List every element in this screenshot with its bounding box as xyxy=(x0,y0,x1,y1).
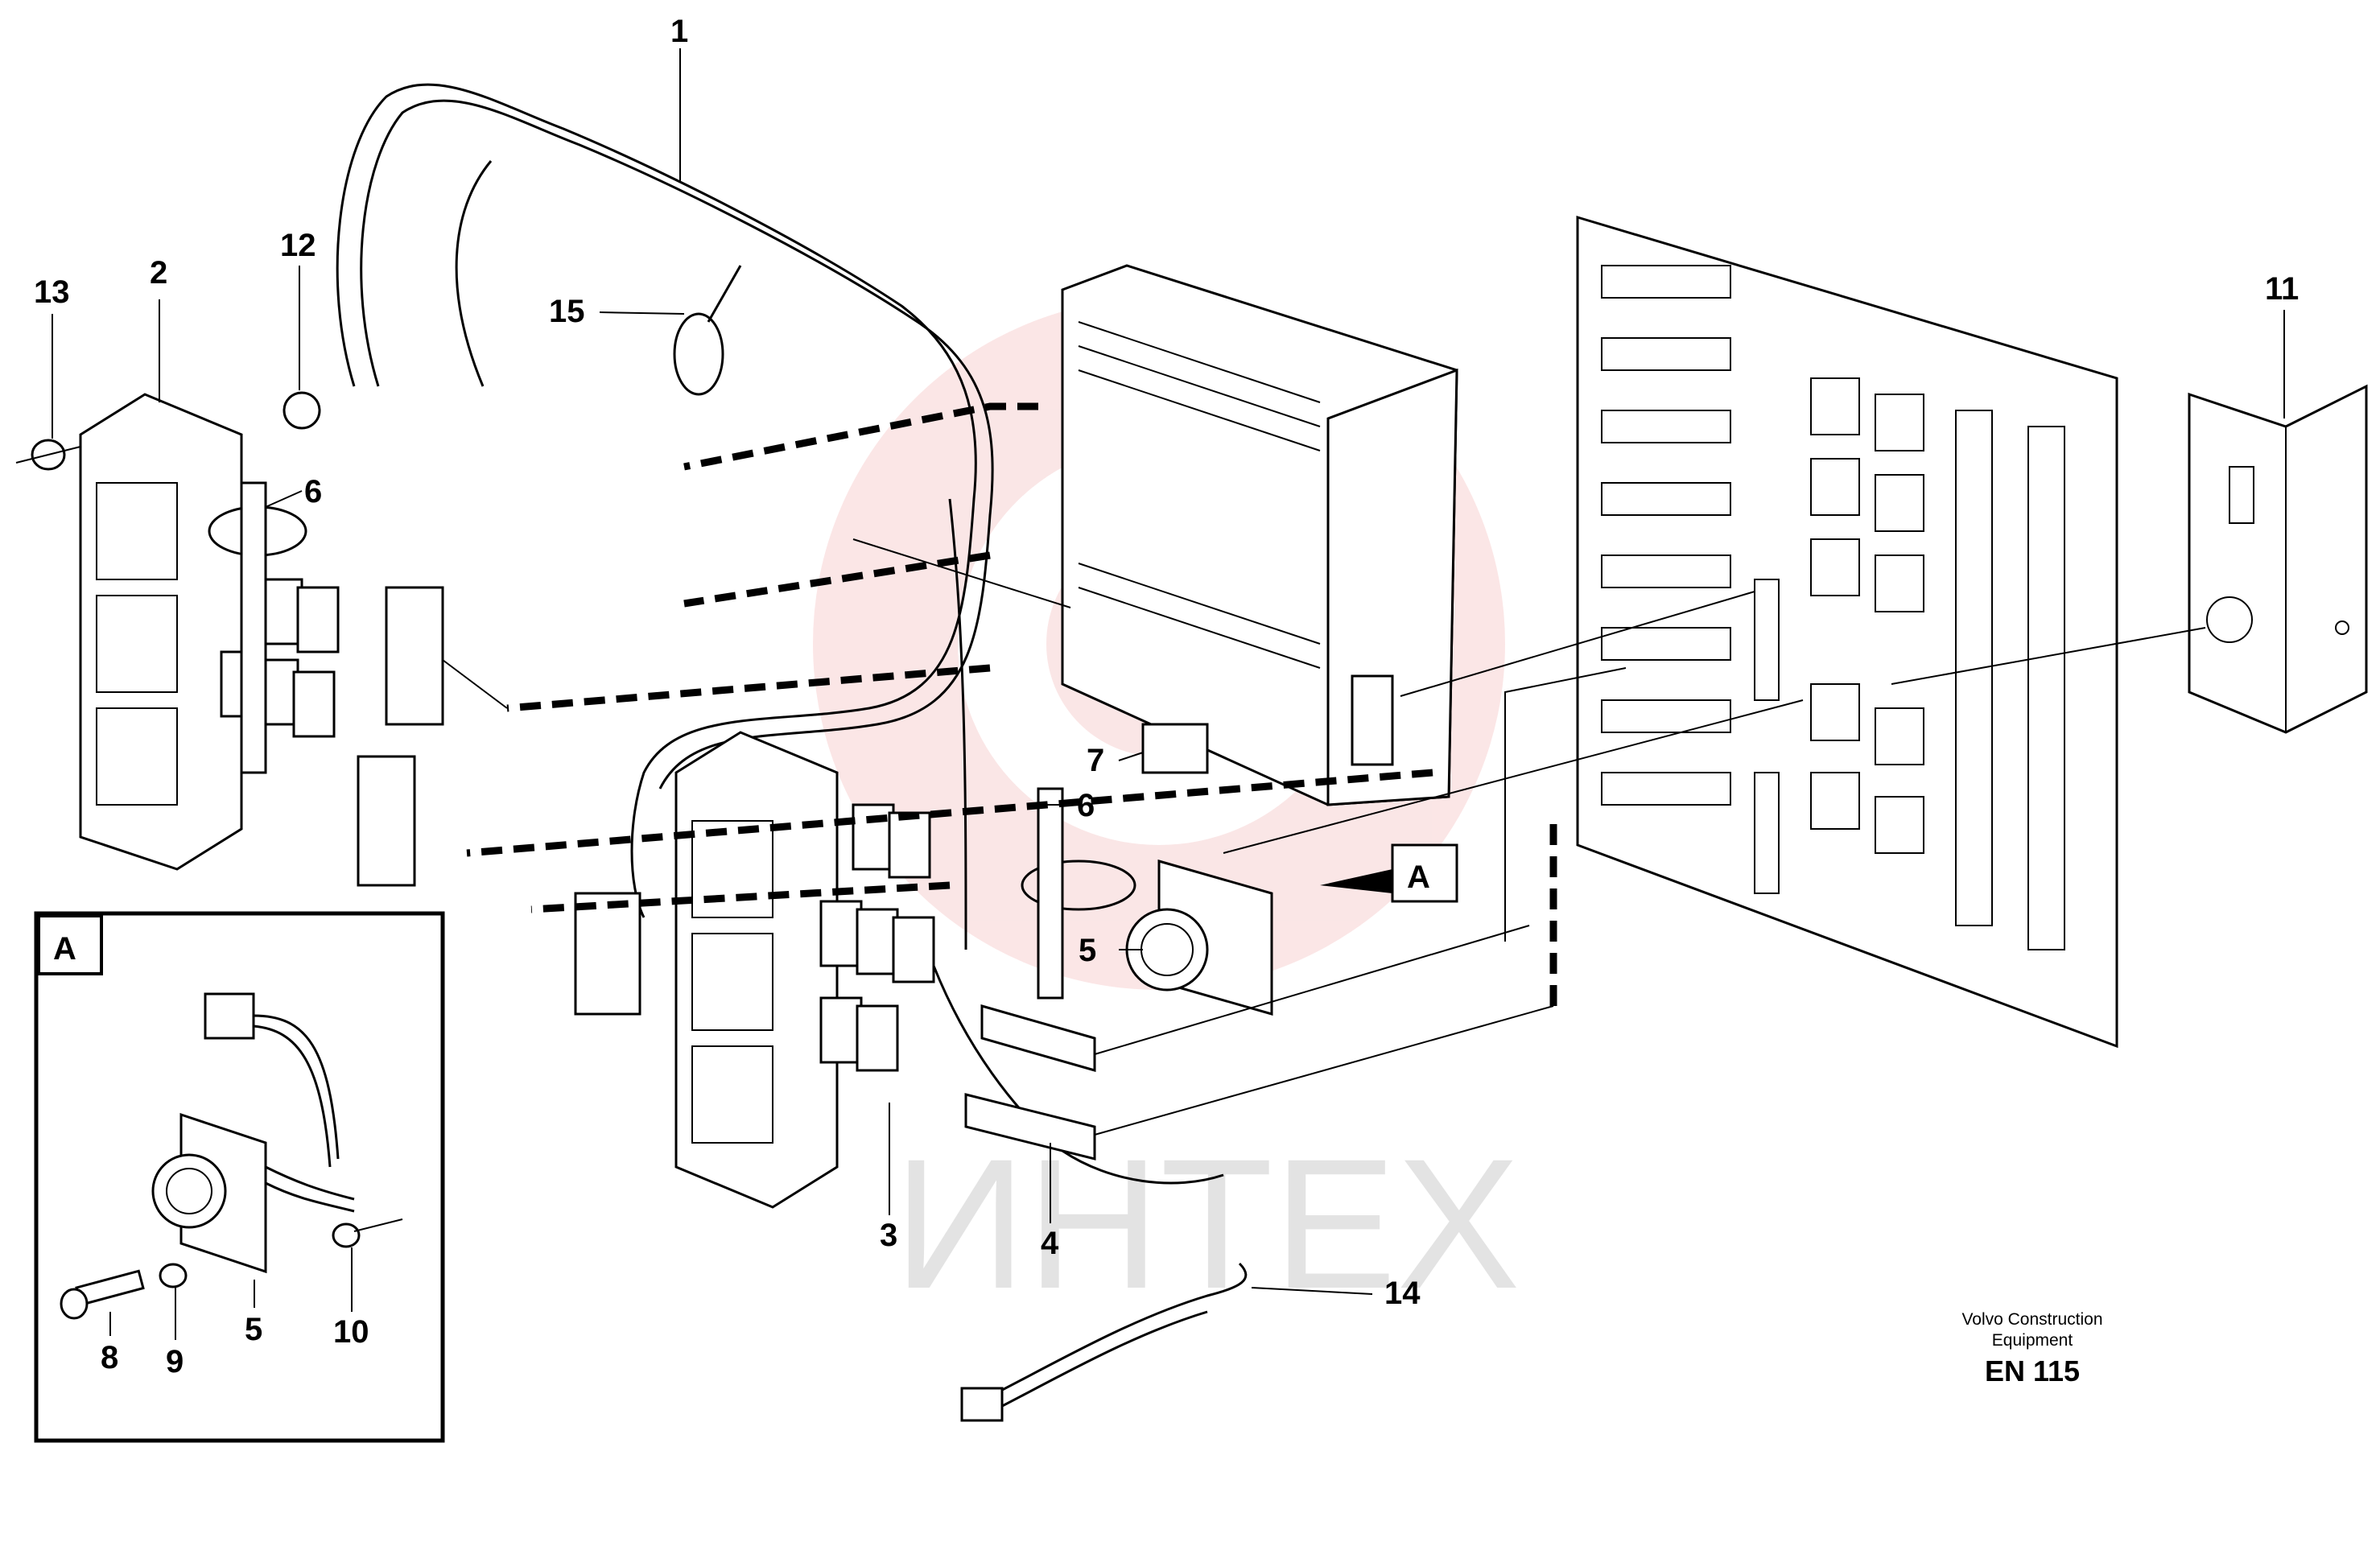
cable-ties xyxy=(208,265,1136,1000)
inset-letter: A xyxy=(53,931,76,967)
harness-connectors xyxy=(357,586,1209,1161)
inset-detail-a: A xyxy=(34,911,445,1443)
mating-lines xyxy=(442,402,2206,1136)
footer: Volvo Construction Equipment EN 115 xyxy=(1961,1310,2102,1387)
circuit-board xyxy=(1576,215,2118,1049)
footer-code: EN 115 xyxy=(1985,1354,2080,1387)
callout-15: 15 xyxy=(549,294,585,329)
callout-5-inset: 5 xyxy=(245,1312,262,1347)
callout-1: 1 xyxy=(670,14,688,49)
callout-6b: 6 xyxy=(1077,788,1095,823)
cable-14 xyxy=(960,1262,1248,1422)
view-a-letter: A xyxy=(1407,860,1430,895)
watermark-text: ИНТЕХ xyxy=(893,1120,1520,1327)
callout-6a: 6 xyxy=(304,474,322,509)
callout-8: 8 xyxy=(101,1340,118,1375)
callout-2: 2 xyxy=(150,255,167,291)
view-a-marker: A xyxy=(1320,843,1458,903)
callout-labels: 1 2 3 4 5 6 6 7 8 9 10 11 12 13 14 15 5 xyxy=(34,14,2299,1379)
control-unit-box xyxy=(1061,264,1458,806)
callout-10: 10 xyxy=(333,1314,369,1350)
callout-9: 9 xyxy=(166,1344,184,1379)
callout-11: 11 xyxy=(2265,271,2299,307)
mounting-bracket xyxy=(2188,384,2368,734)
callout-5: 5 xyxy=(1079,933,1096,968)
callout-14: 14 xyxy=(1384,1276,1421,1311)
nut-13 xyxy=(15,439,81,471)
footer-company-line2: Equipment xyxy=(1992,1331,2073,1350)
relay-holder-center xyxy=(674,731,839,1209)
callout-leaders xyxy=(52,48,2285,1340)
callout-13: 13 xyxy=(34,274,70,310)
callout-12: 12 xyxy=(280,228,316,263)
callout-4: 4 xyxy=(1041,1226,1059,1261)
callout-7: 7 xyxy=(1087,743,1104,778)
spacer-12 xyxy=(283,391,321,430)
relay-holder-left xyxy=(79,393,243,871)
callout-3: 3 xyxy=(880,1218,897,1253)
footer-company-line1: Volvo Construction xyxy=(1961,1310,2102,1329)
